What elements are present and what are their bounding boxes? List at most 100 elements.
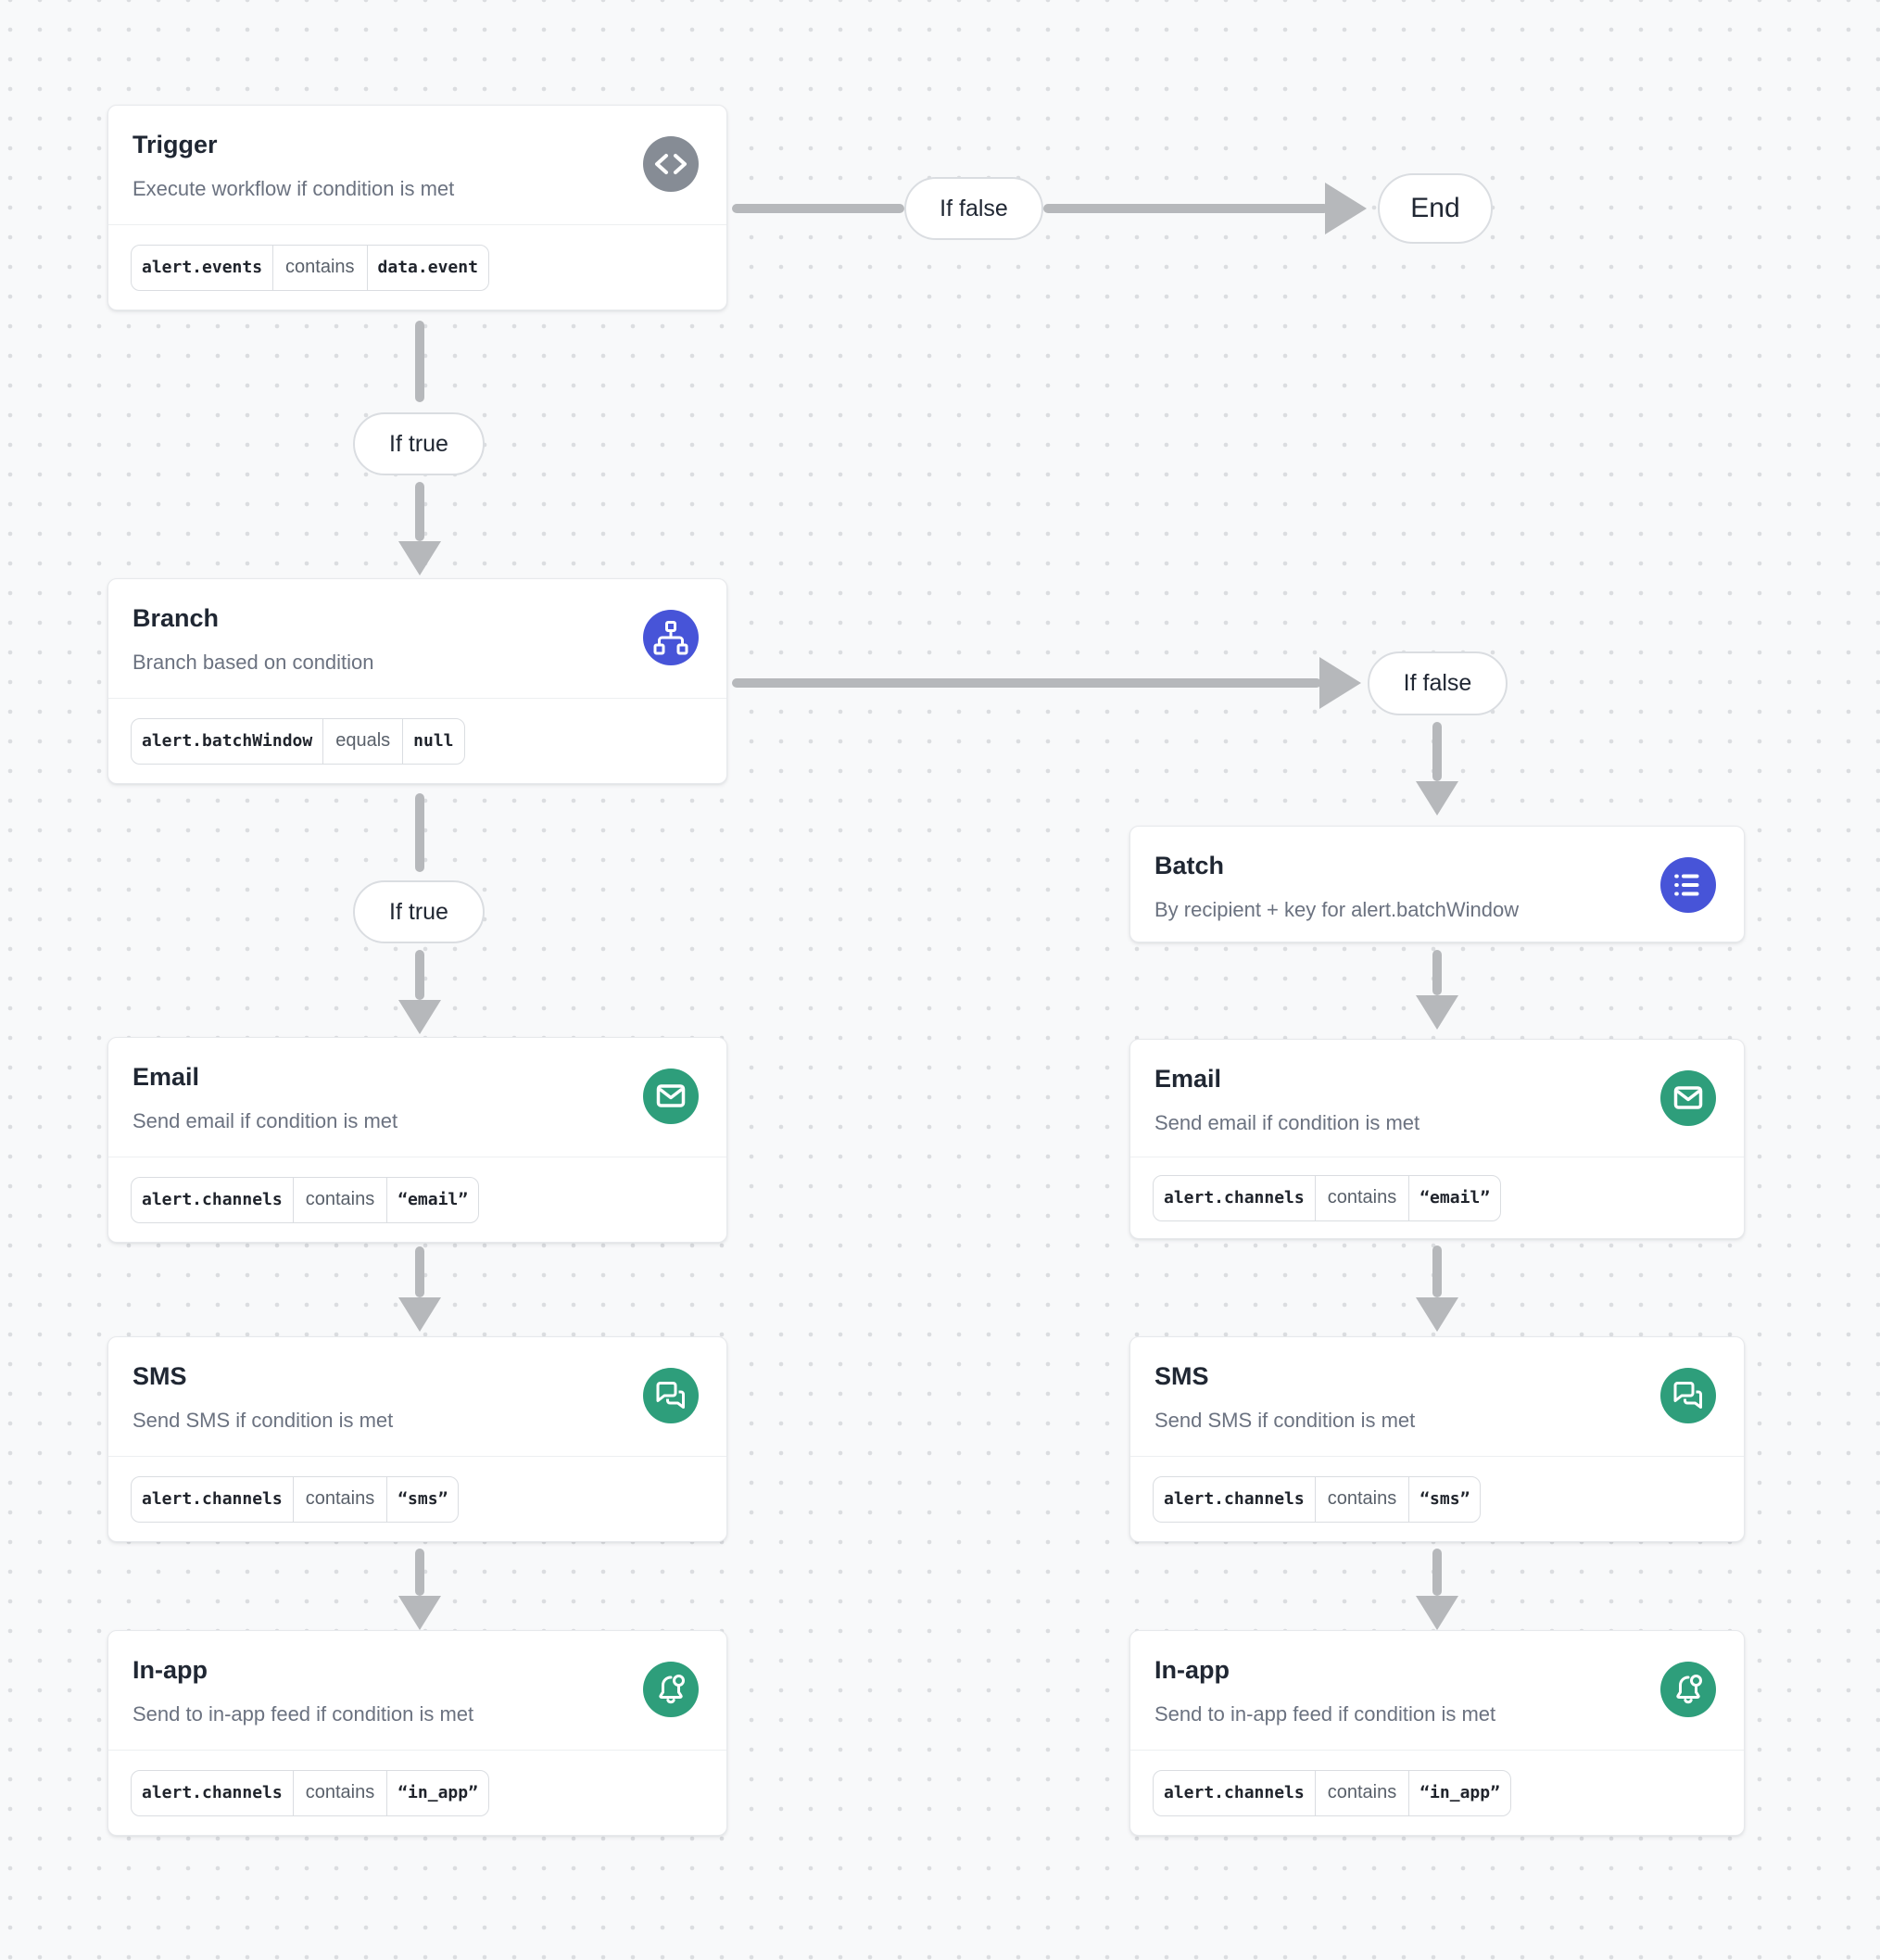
condition-pill: alert.events contains data.event [131, 244, 489, 291]
inapp-node-left[interactable]: In-app Send to in-app feed if condition … [107, 1630, 727, 1836]
edge-line [415, 793, 424, 872]
chat-bubbles-icon [643, 1368, 699, 1423]
condition-operator: contains [272, 245, 367, 290]
edge-arrowhead-right [1325, 183, 1367, 234]
end-label: End [1410, 193, 1460, 223]
edge-line [1432, 1246, 1442, 1297]
edge-label-text: If true [389, 430, 448, 457]
email-node-left[interactable]: Email Send email if condition is met ale… [107, 1037, 727, 1243]
condition-operator: contains [1314, 1175, 1409, 1220]
node-title: SMS [1154, 1362, 1209, 1390]
edge-arrowhead-down [1416, 1297, 1458, 1332]
edge-arrowhead-down [398, 1297, 441, 1332]
edge-label-text: If false [1403, 670, 1472, 696]
email-node-right[interactable]: Email Send email if condition is met ale… [1129, 1039, 1745, 1239]
condition-value: “email” [386, 1177, 478, 1222]
condition-value: “sms” [1408, 1476, 1480, 1522]
condition-operator: contains [292, 1177, 387, 1222]
node-title: Email [1154, 1065, 1222, 1093]
trigger-node[interactable]: Trigger Execute workflow if condition is… [107, 105, 727, 310]
end-node: End [1378, 173, 1493, 244]
mail-icon [1660, 1070, 1716, 1126]
edge-line [415, 482, 424, 541]
edge-arrowhead-down [1416, 781, 1458, 816]
edge-line [415, 950, 424, 1000]
condition-field: alert.channels [142, 1190, 283, 1209]
condition-value: “sms” [386, 1476, 458, 1522]
node-subtitle: Send email if condition is met [1154, 1111, 1420, 1134]
node-subtitle: Send to in-app feed if condition is met [1154, 1702, 1496, 1726]
node-header: Email Send email if condition is met [108, 1038, 726, 1157]
node-condition-row: alert.channels contains “in_app” [108, 1750, 726, 1835]
edge-arrowhead-right [1319, 657, 1361, 709]
edge-label-text: If true [389, 898, 448, 925]
condition-pill: alert.channels contains “in_app” [1153, 1769, 1511, 1816]
bell-badge-icon [643, 1662, 699, 1717]
node-condition-row: alert.channels contains “sms” [108, 1456, 726, 1541]
condition-pill: alert.channels contains “email” [1153, 1174, 1502, 1221]
edge-line [415, 321, 424, 402]
node-subtitle: Send email if condition is met [132, 1109, 398, 1132]
sms-node-right[interactable]: SMS Send SMS if condition is met alert.c… [1129, 1336, 1745, 1542]
condition-value: data.event [366, 245, 488, 290]
node-condition-row: alert.events contains data.event [108, 224, 726, 310]
node-header: In-app Send to in-app feed if condition … [1130, 1631, 1744, 1750]
node-condition-row: alert.channels contains “sms” [1130, 1456, 1744, 1541]
condition-operator: contains [1314, 1476, 1409, 1522]
node-condition-row: alert.channels contains “email” [1130, 1157, 1744, 1238]
sitemap-icon [643, 610, 699, 665]
bell-badge-icon [1660, 1662, 1716, 1717]
node-subtitle: Branch based on condition [132, 651, 374, 674]
node-title: Batch [1154, 852, 1225, 879]
condition-value: null [402, 718, 463, 764]
edge-line [1432, 722, 1442, 781]
edge-arrowhead-down [398, 541, 441, 575]
edge-arrowhead-down [1416, 995, 1458, 1030]
node-title: SMS [132, 1362, 187, 1390]
condition-field: alert.channels [1164, 1783, 1305, 1802]
edge-label-if-false: If false [1368, 651, 1508, 715]
node-header: SMS Send SMS if condition is met [108, 1337, 726, 1456]
batch-node[interactable]: Batch By recipient + key for alert.batch… [1129, 826, 1745, 942]
node-title: Trigger [132, 131, 218, 158]
condition-pill: alert.channels contains “in_app” [131, 1769, 489, 1816]
edge-line [1432, 1549, 1442, 1596]
condition-operator: contains [292, 1476, 387, 1522]
condition-operator: equals [322, 718, 402, 764]
node-title: In-app [1154, 1656, 1230, 1684]
node-subtitle: By recipient + key for alert.batchWindow [1154, 898, 1520, 921]
node-title: Email [132, 1063, 200, 1091]
node-condition-row: alert.channels contains “email” [108, 1157, 726, 1242]
edge-arrowhead-down [398, 1596, 441, 1630]
edge-line [732, 678, 1321, 688]
edge-label-if-true: If true [353, 880, 485, 943]
edge-line [1043, 204, 1329, 213]
condition-operator: contains [292, 1770, 387, 1815]
sms-node-left[interactable]: SMS Send SMS if condition is met alert.c… [107, 1336, 727, 1542]
edge-label-if-true: If true [353, 412, 485, 475]
branch-node[interactable]: Branch Branch based on condition alert.b… [107, 578, 727, 784]
edge-line [732, 204, 904, 213]
condition-field: alert.batchWindow [142, 731, 313, 751]
inapp-node-right[interactable]: In-app Send to in-app feed if condition … [1129, 1630, 1745, 1836]
node-header: SMS Send SMS if condition is met [1130, 1337, 1744, 1456]
condition-pill: alert.batchWindow equals null [131, 717, 465, 765]
edge-line [415, 1549, 424, 1596]
condition-value: “in_app” [1408, 1770, 1510, 1815]
condition-pill: alert.channels contains “sms” [1153, 1475, 1482, 1523]
chat-bubbles-icon [1660, 1368, 1716, 1423]
condition-pill: alert.channels contains “email” [131, 1176, 480, 1223]
node-condition-row: alert.batchWindow equals null [108, 698, 726, 783]
condition-field: alert.channels [142, 1489, 283, 1509]
mail-icon [643, 1069, 699, 1124]
node-header: Email Send email if condition is met [1130, 1040, 1744, 1157]
condition-field: alert.channels [142, 1783, 283, 1802]
list-icon [1660, 857, 1716, 913]
node-subtitle: Execute workflow if condition is met [132, 177, 455, 200]
edge-arrowhead-down [398, 1000, 441, 1034]
edge-line [415, 1246, 424, 1297]
edge-label-text: If false [940, 195, 1008, 221]
condition-value: “in_app” [386, 1770, 488, 1815]
node-title: Branch [132, 604, 220, 632]
